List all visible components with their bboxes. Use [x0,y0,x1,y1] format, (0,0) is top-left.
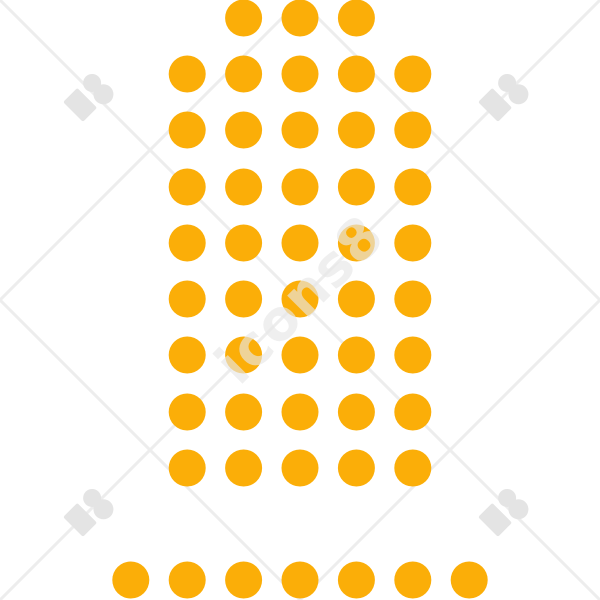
dot [168,55,206,93]
dot [394,449,432,487]
dot [281,111,319,149]
dot [337,168,375,206]
dot [168,224,206,262]
dot [225,449,263,487]
dot [168,561,206,599]
dot [225,561,263,599]
dot [281,393,319,431]
dot [281,55,319,93]
dot [225,111,263,149]
dot [168,111,206,149]
dot [225,0,263,37]
dot [281,168,319,206]
dot [168,393,206,431]
dot [168,449,206,487]
dot [337,55,375,93]
dot [394,280,432,318]
dot [394,224,432,262]
dot [394,111,432,149]
dot [225,168,263,206]
dot [337,280,375,318]
dot [112,561,150,599]
dot [337,336,375,374]
dot [281,280,319,318]
dot [337,561,375,599]
dot [281,0,319,37]
dot [337,449,375,487]
dot [337,0,375,37]
dot [281,224,319,262]
dot [337,393,375,431]
dot [225,280,263,318]
dot [394,55,432,93]
dot [394,336,432,374]
dot [168,168,206,206]
dot [225,55,263,93]
dot [281,561,319,599]
dot [281,449,319,487]
dot [337,111,375,149]
dot [225,224,263,262]
dot [394,168,432,206]
dot [450,561,488,599]
dot [225,336,263,374]
dot [337,224,375,262]
dot [394,393,432,431]
dot [168,336,206,374]
dot [225,393,263,431]
dot [281,336,319,374]
dot [394,561,432,599]
dot [168,280,206,318]
